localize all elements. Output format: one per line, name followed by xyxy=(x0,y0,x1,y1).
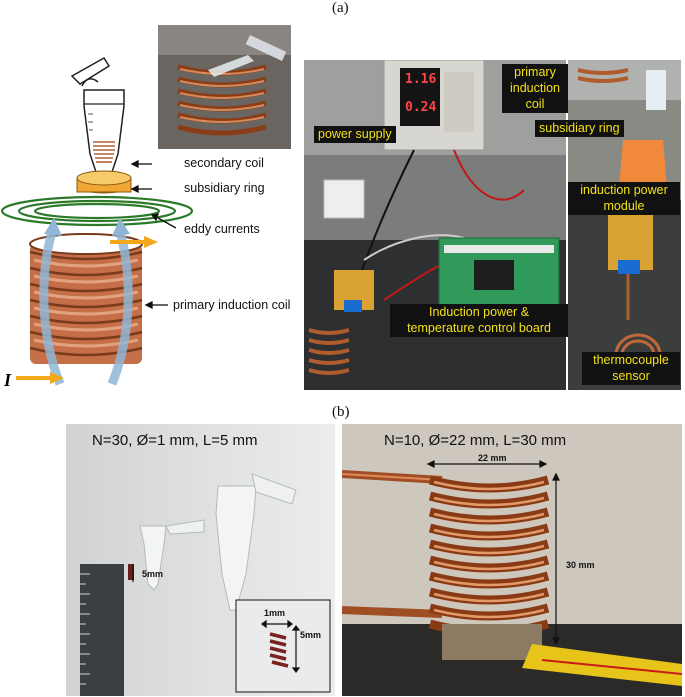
label-induction-module-1: induction power xyxy=(568,182,680,199)
label-induction-module-2: module xyxy=(568,198,680,215)
label-control-board-2: temperature control board xyxy=(390,320,568,337)
panel-a-label: (a) xyxy=(332,0,349,16)
label-power-supply: power supply xyxy=(314,126,396,143)
label-primary-coil-1: primary xyxy=(502,64,568,81)
small-coil-spec: N=30, Ø=1 mm, L=5 mm xyxy=(92,432,258,449)
label-thermocouple-1: thermocouple xyxy=(582,352,680,369)
display-current: 0.24 xyxy=(405,100,437,115)
label-thermocouple-2: sensor xyxy=(582,368,680,385)
secondary-coil-photo xyxy=(158,25,291,149)
panel-b-label: (b) xyxy=(332,404,350,420)
inset-height-dim: 5mm xyxy=(300,630,322,640)
label-subsidiary-ring: subsidiary ring xyxy=(184,181,265,195)
inset-width-dim: 1mm xyxy=(264,608,286,618)
small-coil-photo xyxy=(66,424,335,696)
label-primary-coil-3: coil xyxy=(502,96,568,113)
large-coil-width-dim: 22 mm xyxy=(478,453,507,463)
small-coil-ruler-dim: 5mm xyxy=(142,569,164,579)
label-control-board-1: Induction power & xyxy=(390,304,568,321)
large-coil-photo xyxy=(342,424,682,696)
induction-schematic xyxy=(0,56,194,386)
large-coil-spec: N=10, Ø=22 mm, L=30 mm xyxy=(384,432,567,449)
current-symbol: I xyxy=(4,370,12,390)
module-photo xyxy=(568,60,681,390)
label-secondary-coil: secondary coil xyxy=(184,156,264,170)
power-supply-display: 1.16 0.24 xyxy=(401,68,439,124)
label-primary-induction-coil: primary induction coil xyxy=(173,298,291,312)
label-eddy-currents: eddy currents xyxy=(184,222,260,236)
large-coil-height-dim: 30 mm xyxy=(566,560,595,570)
label-subsidiary-ring-photo: subsidiary ring xyxy=(535,120,624,137)
display-voltage: 1.16 xyxy=(405,72,437,87)
label-primary-coil-2: induction xyxy=(502,80,568,97)
